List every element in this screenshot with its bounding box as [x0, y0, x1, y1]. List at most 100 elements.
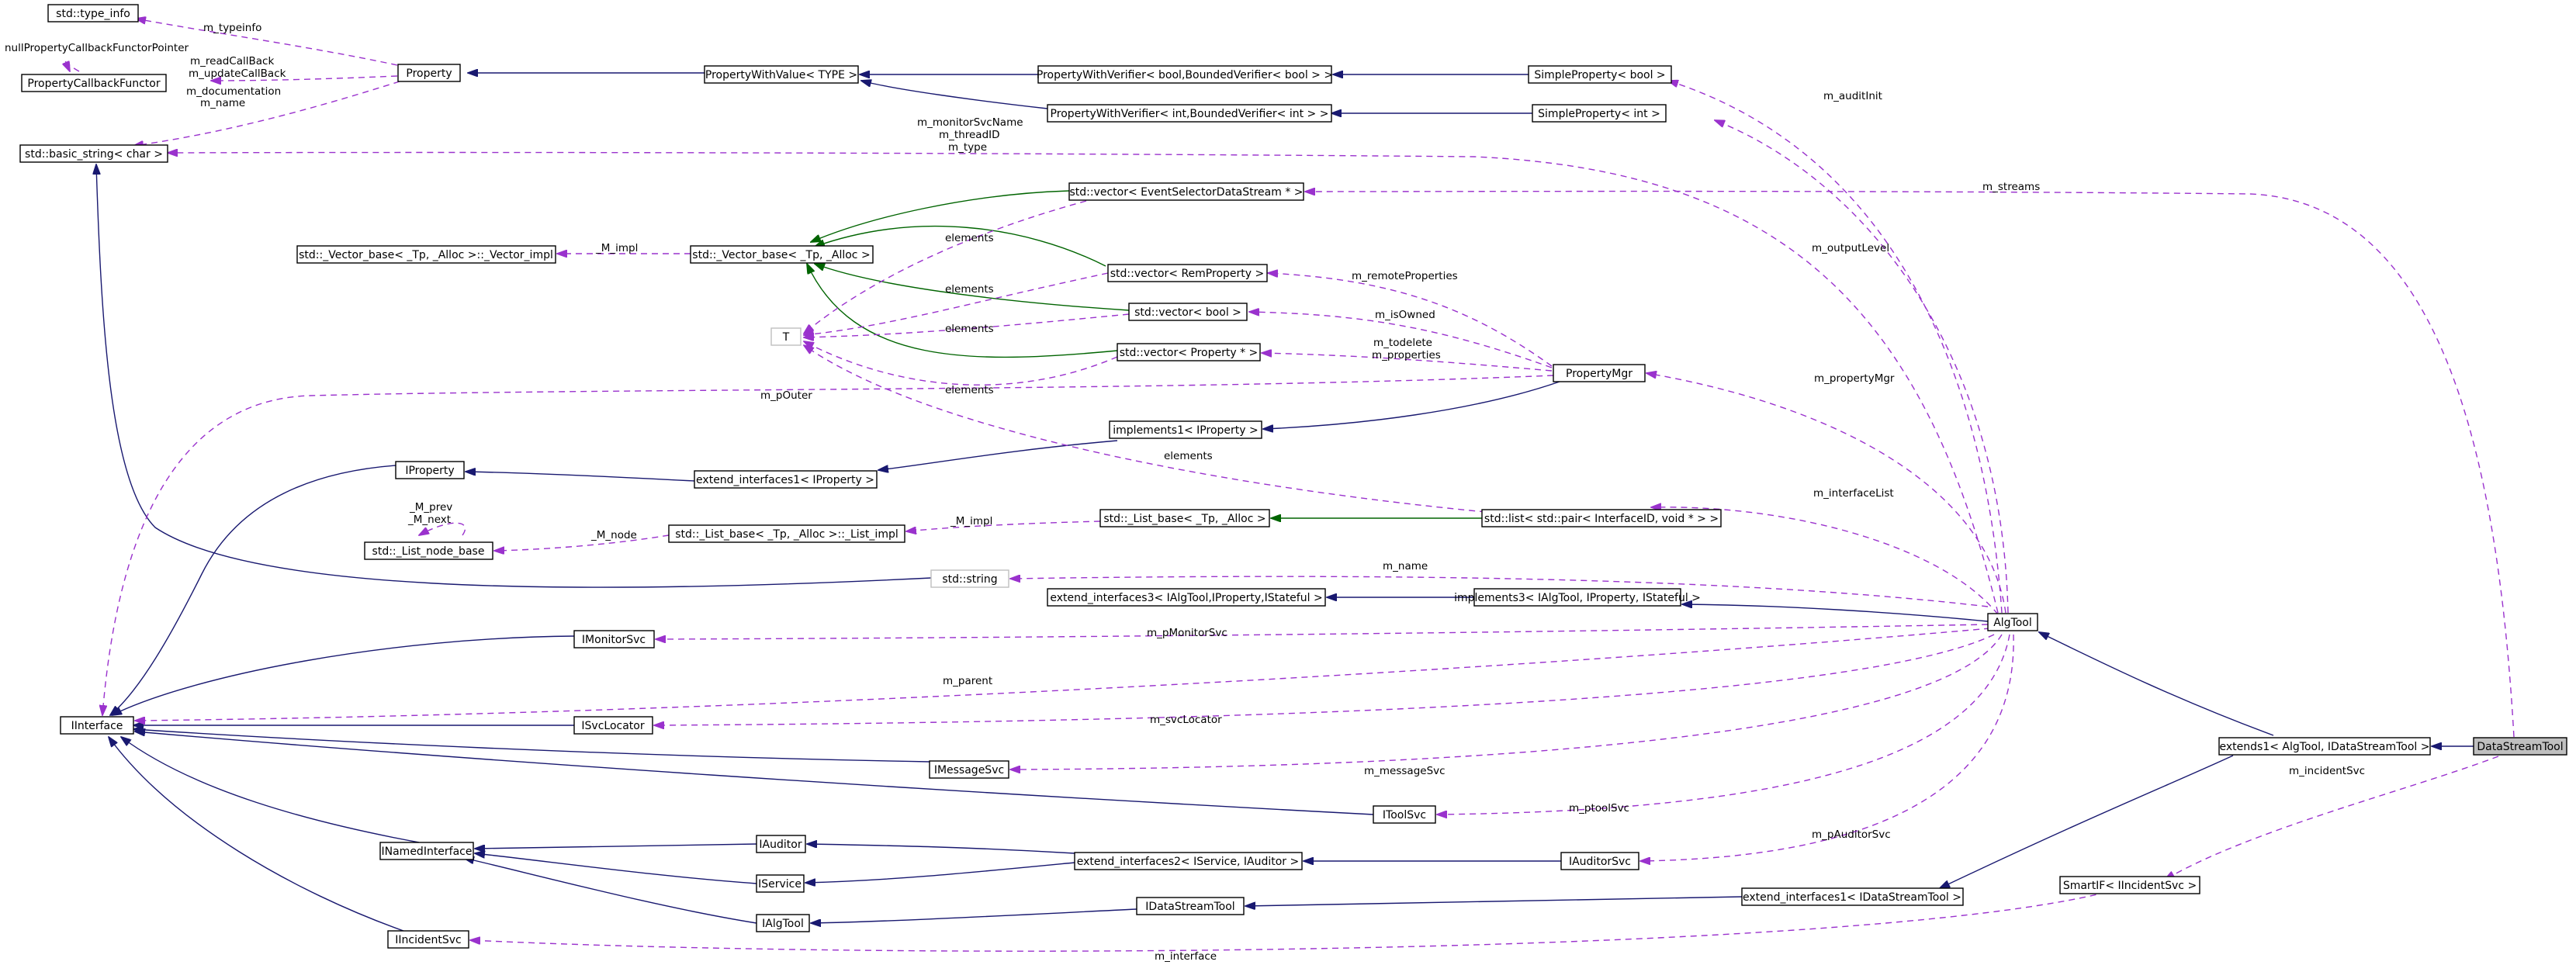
label-m-pouter: m_pOuter [760, 389, 812, 402]
node-label: IToolSvc [1383, 809, 1426, 821]
node-extend-interfaces1-iproperty[interactable]: extend_interfaces1< IProperty > [694, 470, 878, 489]
label-m-properties: m_properties [1372, 349, 1441, 361]
node-itool-svc[interactable]: IToolSvc [1373, 805, 1436, 824]
edge-iauditor-to-inamed [475, 843, 757, 849]
label-m-svclocator: m_svcLocator [1150, 714, 1222, 726]
label-m-todelete: m_todelete [1373, 337, 1432, 349]
label-m-pauditorsvc: m_pAuditorSvc [1812, 828, 1891, 841]
edge-usage-m-typeinfo [136, 19, 398, 66]
node-list-base[interactable]: std::_List_base< _Tp, _Alloc > [1099, 509, 1270, 527]
node-extend-interfaces1-idst[interactable]: extend_interfaces1< IDataStreamTool > [1741, 887, 1964, 906]
node-label: IDataStreamTool [1145, 901, 1234, 913]
node-property-with-verifier-int[interactable]: PropertyWithVerifier< int,BoundedVerifie… [1047, 104, 1332, 123]
node-std-basic-string[interactable]: std::basic_string< char > [19, 144, 168, 163]
label-m-auditinit: m_auditInit [1823, 90, 1882, 102]
node-template-t[interactable]: T [770, 327, 802, 346]
node-iincident-svc[interactable]: IIncidentSvc [387, 930, 469, 949]
node-smart-if[interactable]: SmartIF< IIncidentSvc > [2059, 876, 2200, 894]
node-label: SmartIF< IIncidentSvc > [2063, 880, 2197, 892]
node-idata-stream-tool[interactable]: IDataStreamTool [1136, 897, 1245, 915]
node-imonitor-svc[interactable]: IMonitorSvc [573, 630, 655, 649]
node-label: SimpleProperty< bool > [1534, 69, 1665, 81]
node-iproperty[interactable]: IProperty [395, 461, 465, 479]
node-label: IMonitorSvc [582, 634, 646, 646]
node-label: PropertyWithVerifier< int,BoundedVerifie… [1051, 108, 1329, 120]
node-list-pair[interactable]: std::list< std::pair< InterfaceID, void … [1481, 509, 1722, 527]
edge-vector-propertyptr-to-vectorbase [807, 264, 1118, 358]
node-property[interactable]: Property [397, 64, 461, 82]
node-extend-interfaces3[interactable]: extend_interfaces3< IAlgTool,IProperty,I… [1047, 588, 1326, 607]
node-imessage-svc[interactable]: IMessageSvc [929, 760, 1009, 779]
node-label: IAuditorSvc [1569, 856, 1631, 868]
label-elements-2: elements [945, 283, 994, 296]
node-label: extend_interfaces1< IProperty > [696, 474, 874, 486]
node-property-with-verifier-bool[interactable]: PropertyWithVerifier< bool,BoundedVerifi… [1037, 65, 1333, 84]
label-m-documentation: m_documentation [186, 85, 281, 98]
edge-iincidentsvc-to-iinterface [109, 737, 404, 932]
node-vector-event-selector[interactable]: std::vector< EventSelectorDataStream * > [1068, 182, 1304, 201]
label-m-next: _M_next [407, 514, 451, 526]
node-data-stream-tool[interactable]: DataStreamTool [2473, 737, 2567, 756]
node-label: PropertyCallbackFunctor [27, 78, 160, 90]
private-inheritance-edges [807, 190, 1482, 518]
node-property-with-value[interactable]: PropertyWithValue< TYPE > [704, 65, 859, 84]
node-property-callback-functor[interactable]: PropertyCallbackFunctor [21, 74, 167, 92]
node-inamed-interface[interactable]: INamedInterface [379, 842, 474, 860]
edge-usage-m-impl-list [906, 521, 1101, 531]
node-label: std::_Vector_base< _Tp, _Alloc >::_Vecto… [299, 249, 553, 261]
label-elements-3: elements [945, 323, 994, 335]
edge-ialgtool-to-inamed [464, 858, 757, 924]
node-extend-interfaces2[interactable]: extend_interfaces2< IService, IAuditor > [1074, 852, 1303, 870]
node-vector-rem-property[interactable]: std::vector< RemProperty > [1107, 264, 1268, 282]
edge-extends1-to-extend1-idst [1940, 755, 2234, 888]
node-label: std::_List_node_base [372, 545, 485, 558]
node-iservice[interactable]: IService [756, 874, 805, 893]
node-isvc-locator[interactable]: ISvcLocator [573, 716, 653, 735]
label-m-parent: m_parent [943, 675, 992, 687]
edge-iservice-to-inamed [475, 853, 757, 884]
label-m-type: m_type [948, 141, 987, 154]
edge-usage-null-callback [65, 61, 80, 71]
node-implements1-iproperty[interactable]: implements1< IProperty > [1109, 420, 1262, 439]
node-ialg-tool[interactable]: IAlgTool [756, 914, 810, 932]
edge-usage-m-svclocator [654, 634, 1995, 725]
node-implements3[interactable]: implements3< IAlgTool, IProperty, IState… [1454, 588, 1701, 607]
edge-vector-eventselector-to-vectorbase [811, 190, 1070, 242]
node-vector-base[interactable]: std::_Vector_base< _Tp, _Alloc > [690, 245, 874, 264]
edge-usage-m-outputlevel [1715, 120, 2009, 614]
edge-usage-m-pmonitorsvc [656, 624, 1989, 639]
inheritance-edges [96, 73, 2474, 932]
node-simple-property-bool[interactable]: SimpleProperty< bool > [1528, 65, 1672, 84]
edge-usage-m-propertymgr [1646, 373, 2006, 614]
node-extends1[interactable]: extends1< AlgTool, IDataStreamTool > [2218, 737, 2431, 756]
edge-usage-m-messagesvc [1010, 634, 2003, 770]
node-list-base-impl[interactable]: std::_List_base< _Tp, _Alloc >::_List_im… [668, 524, 905, 543]
edge-extend2-to-iauditor [807, 844, 1075, 854]
node-list-node-base[interactable]: std::_List_node_base [364, 541, 493, 560]
node-iinterface[interactable]: IInterface [60, 716, 134, 735]
node-iauditor-svc[interactable]: IAuditorSvc [1560, 852, 1639, 870]
label-m-pmonitorsvc: m_pMonitorSvc [1147, 627, 1227, 639]
edge-imessagesvc-to-iinterface [133, 729, 930, 763]
node-std-type-info[interactable]: std::type_info [47, 4, 139, 22]
node-label: Property [406, 67, 452, 80]
node-alg-tool[interactable]: AlgTool [1987, 613, 2038, 631]
label-m-name-tool: m_name [1383, 560, 1428, 572]
node-property-mgr[interactable]: PropertyMgr [1553, 364, 1646, 382]
edge-usage-m-auditinit [1668, 81, 2003, 614]
node-label: PropertyMgr [1566, 368, 1633, 380]
node-simple-property-int[interactable]: SimpleProperty< int > [1532, 104, 1667, 123]
node-label: IProperty [405, 465, 454, 477]
node-iauditor[interactable]: IAuditor [756, 835, 806, 853]
node-std-string[interactable]: std::string [930, 569, 1009, 588]
edge-usage-m-pouter [102, 375, 1554, 715]
label-null-callback: nullPropertyCallbackFunctorPointer [5, 42, 189, 54]
node-label: std::string [942, 573, 997, 586]
edge-usage-m-interfacelist [1651, 507, 1999, 615]
node-label: IMessageSvc [934, 764, 1004, 776]
node-vector-property-ptr[interactable]: std::vector< Property * > [1117, 343, 1261, 361]
label-m-messagesvc: m_messageSvc [1364, 765, 1446, 777]
node-vector-bool[interactable]: std::vector< bool > [1128, 303, 1248, 321]
node-vector-base-impl[interactable]: std::_Vector_base< _Tp, _Alloc >::_Vecto… [296, 245, 556, 264]
node-label: extend_interfaces1< IDataStreamTool > [1743, 891, 1961, 904]
